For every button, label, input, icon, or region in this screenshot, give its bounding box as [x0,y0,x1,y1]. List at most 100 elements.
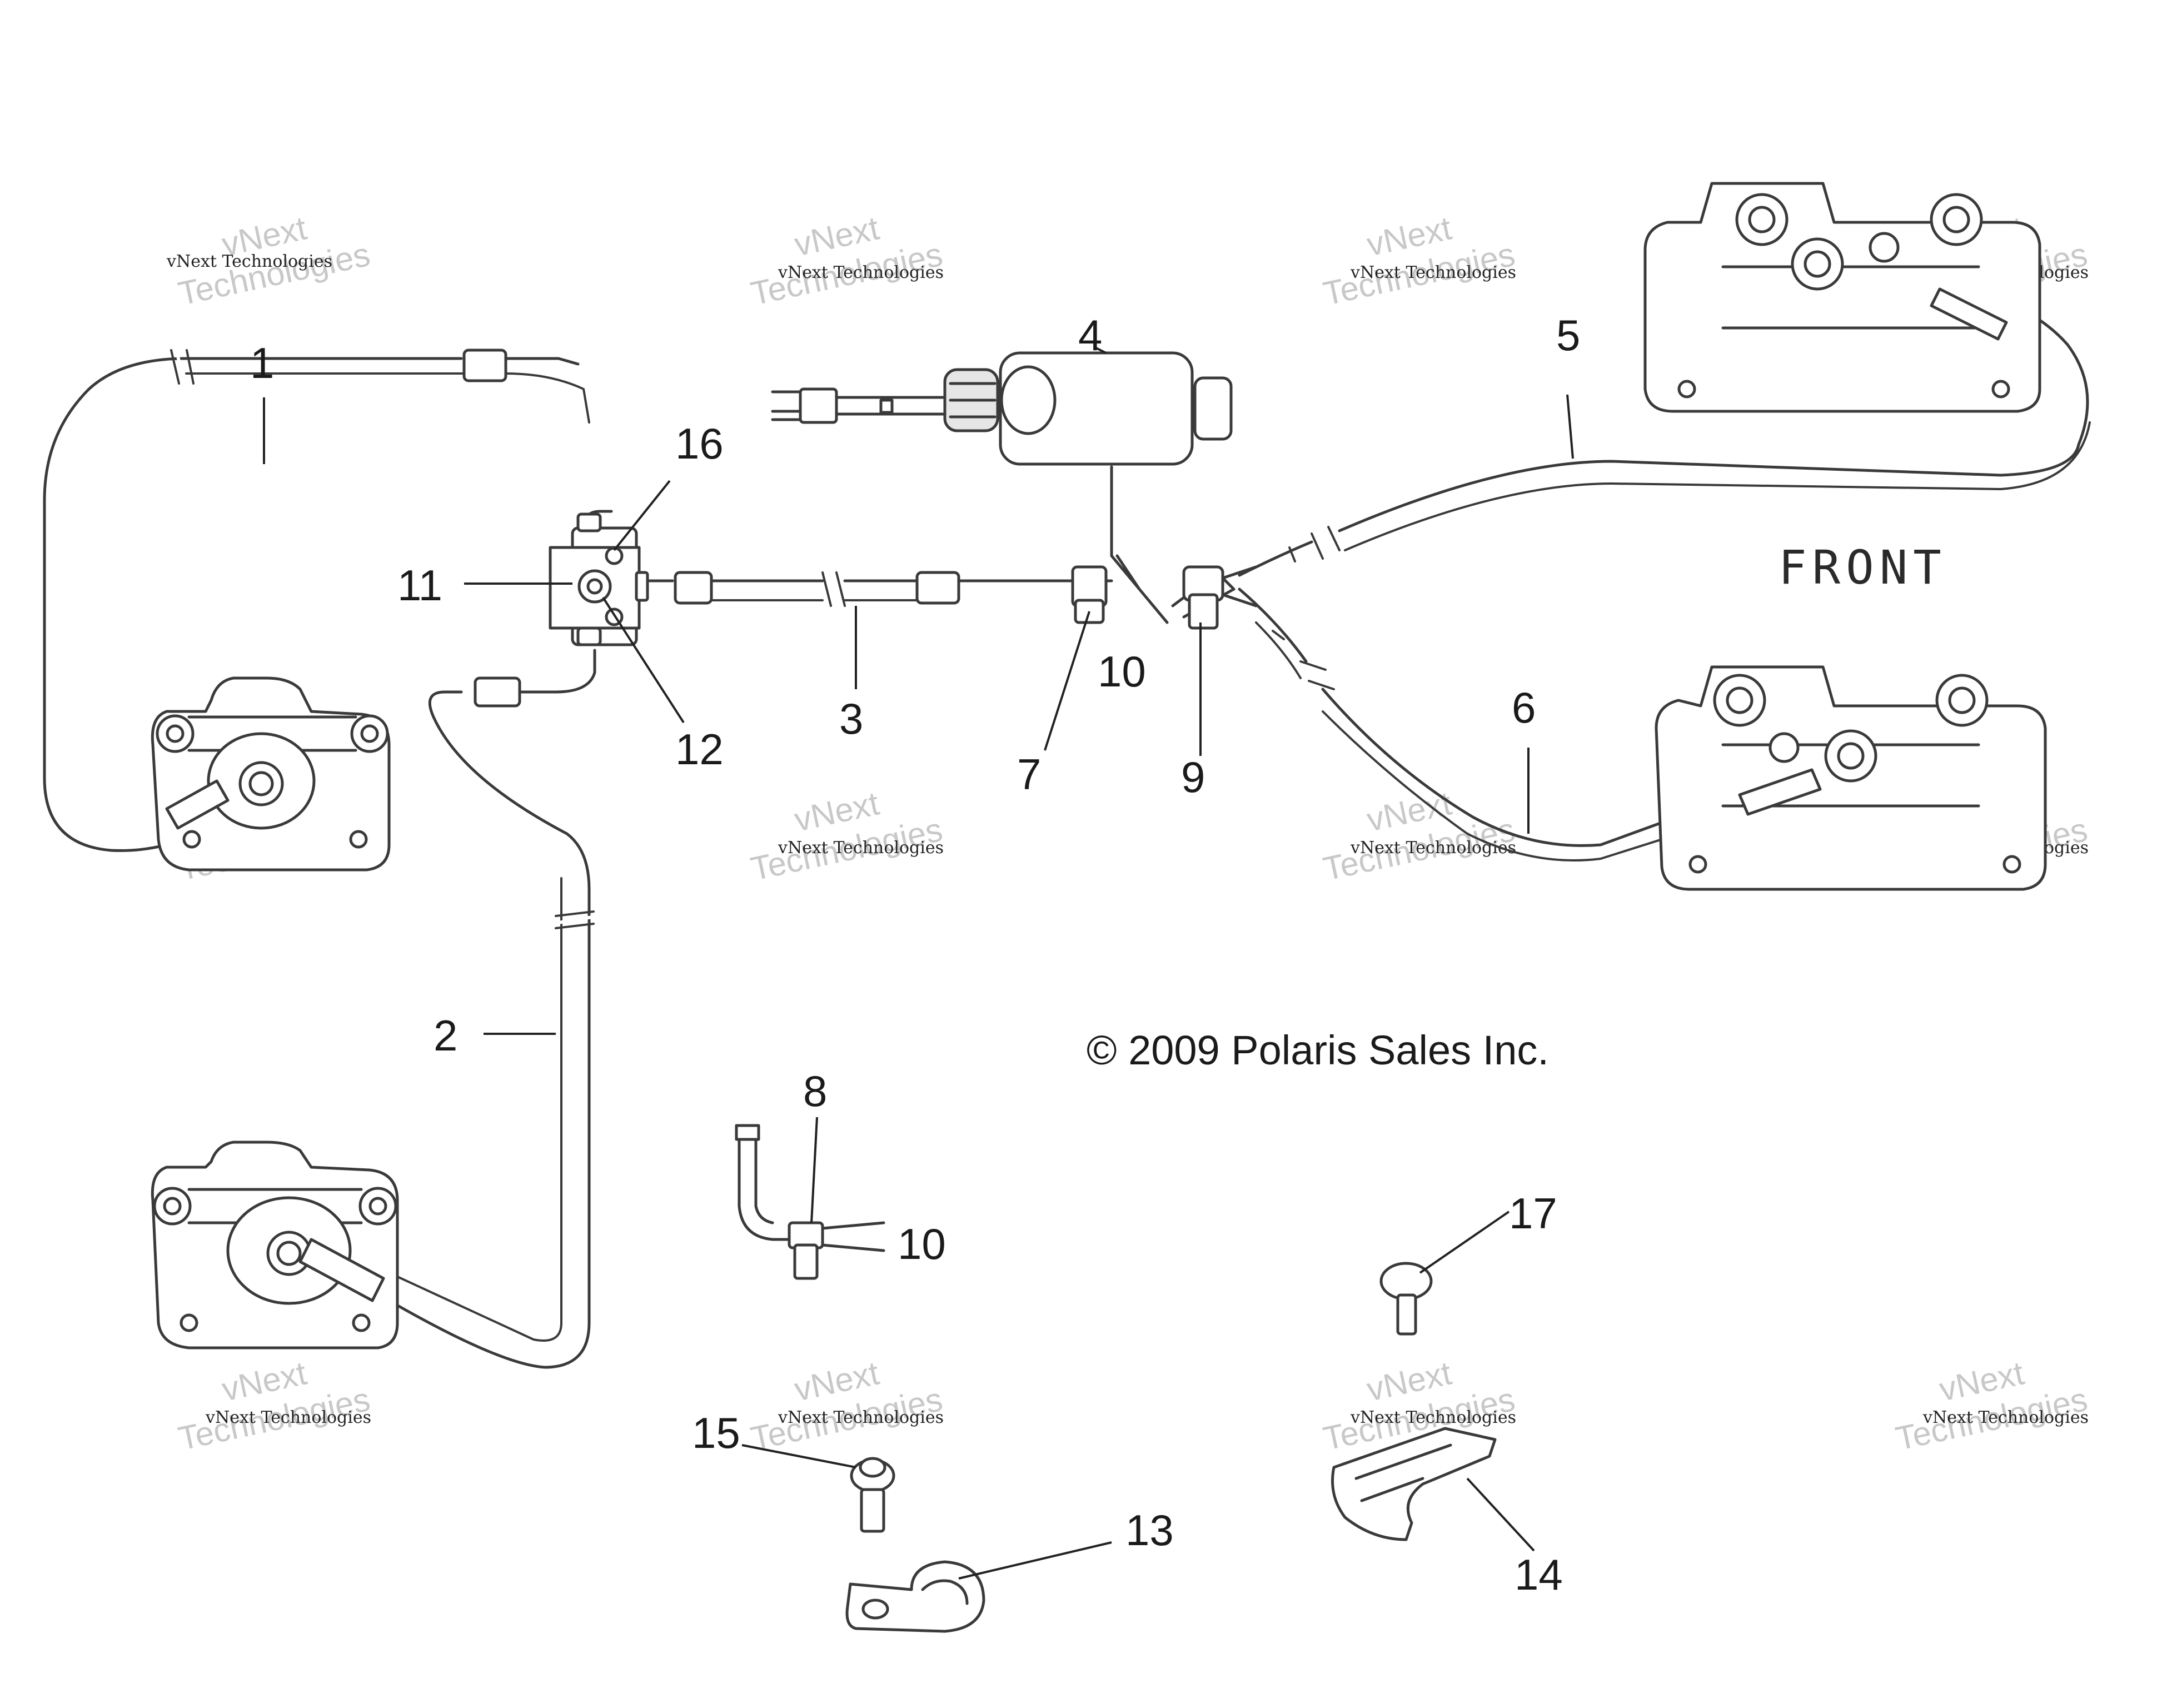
brake-line-2-fitting [474,676,521,708]
caliper-rear-left-upper [151,676,391,872]
caliper-banjo-bolt [1804,250,1831,278]
caliper-pin-center [368,1197,387,1216]
switch-connector [799,387,838,424]
callout-6: 6 [1512,683,1536,732]
caliper-hose-end [298,1238,385,1302]
caliper-pin-center [1748,206,1776,233]
callout-8: 8 [803,1067,827,1116]
break-mark [1299,660,1335,690]
caliper-banjo-bolt [248,771,274,796]
clip-14-ridges [1354,1443,1452,1502]
tick-mark [1288,546,1296,562]
break-mark [557,915,594,924]
clamp-13-body [845,1560,985,1633]
callout-10-upper: 10 [1098,647,1146,696]
clamp-13-hole [861,1599,889,1620]
caliper-pin-center [1726,686,1753,714]
leader-lines [263,346,1574,1580]
callout-11: 11 [397,561,442,610]
caliper-bridge [1721,265,1980,330]
caliper-bleeder [1991,380,2010,399]
leader-8 [810,1117,818,1223]
break-mark [175,348,185,385]
front-label: FRONT [1779,540,1947,595]
break-mark [1311,526,1341,560]
clamp-13 [845,1560,985,1633]
callout-9: 9 [1181,753,1205,801]
caliper-pin-center [360,724,379,743]
brake-line-1 [43,357,580,852]
callout-17: 17 [1509,1189,1557,1238]
detail-line-inner [754,1132,774,1224]
watermark: Technologies vNext vNext Technologies [1892,1354,2091,1457]
brake-line-1-fitting [462,348,507,382]
callout-7: 7 [1017,750,1041,799]
pushrod-marker [879,399,894,414]
junction-port-right [635,571,649,602]
leader-14 [1466,1477,1535,1552]
caliper-bleeder [1769,732,1800,763]
leader-5 [1566,394,1574,459]
watermark: Technologies vNext vNext Technologies [1320,784,1518,888]
brake-line-6-inner [1255,621,1769,862]
caliper-hose-end [165,779,230,830]
brake-line-5-inner [1344,421,2091,551]
caliper-pin-center [166,724,185,743]
screw-17-shank [1396,1293,1417,1336]
callout-13: 13 [1125,1506,1174,1555]
leader-15 [741,1444,856,1468]
bolt-15-shank [860,1488,885,1533]
caliper-bleeder [182,830,201,849]
leader-12 [602,596,685,724]
callout-3: 3 [839,694,863,743]
callout-2: 2 [434,1011,457,1060]
caliper-pin-center [163,1197,182,1216]
detail-bracket-10 [821,1221,885,1252]
tick-mark [1272,630,1285,640]
caliper-bleeder [352,1313,371,1332]
caliper-bleeder [1869,232,1900,263]
callout-numbers: 1 2 3 4 5 6 7 8 9 10 10 11 12 13 14 15 1… [250,311,1580,1599]
callout-15: 15 [692,1408,740,1457]
junction-bolt-center [586,578,603,595]
caliper-pin-center [1942,206,1970,233]
caliper-bleeder [180,1313,198,1332]
svg-text:vNext Technologies: vNext Technologies [205,1408,371,1427]
callout-14: 14 [1515,1550,1563,1599]
caliper-banjo-bolt [276,1241,302,1266]
junction-bleeder-16 [605,546,624,565]
detail-bolt [793,1243,819,1280]
caliper-bleeder [349,830,368,849]
caliper-bleeder [1677,380,1696,399]
caliper-pin-center [1948,686,1976,714]
callout-10-lower: 10 [898,1219,946,1268]
watermark: Technologies vNext vNext Technologies [748,784,946,888]
junction-block [549,510,649,646]
brake-line-3-fitting-b [915,571,960,605]
pushrod [832,396,946,416]
screw-17 [1379,1262,1433,1336]
master-cylinder [771,351,1258,630]
callout-12: 12 [675,725,724,774]
leader-7 [1044,611,1090,751]
caliper-rear-left-lower [151,1141,399,1350]
brake-line-3-fitting-a [674,571,713,605]
svg-text:vNext Technologies: vNext Technologies [1350,1408,1516,1427]
break-mark [170,349,195,385]
clip-14 [1331,1427,1497,1541]
brake-line-2 [343,649,596,1369]
brake-line-6 [1238,587,1780,847]
detail-bracket-8 [735,1124,885,1280]
leader-16 [613,480,671,551]
callout-16: 16 [675,419,724,468]
copyright-text: © 2009 Polaris Sales Inc. [1087,1027,1549,1073]
banjo-9-bolt [1188,593,1219,630]
master-cylinder-end [1193,376,1233,441]
screw-17-head [1379,1262,1433,1301]
svg-text:vNext Technologies: vNext Technologies [1350,838,1516,858]
clamp-13-loop [921,1579,969,1605]
caliper-hose-end [1930,287,2008,341]
clip-14-body [1331,1427,1497,1541]
caliper-hose-end [1738,768,1822,816]
